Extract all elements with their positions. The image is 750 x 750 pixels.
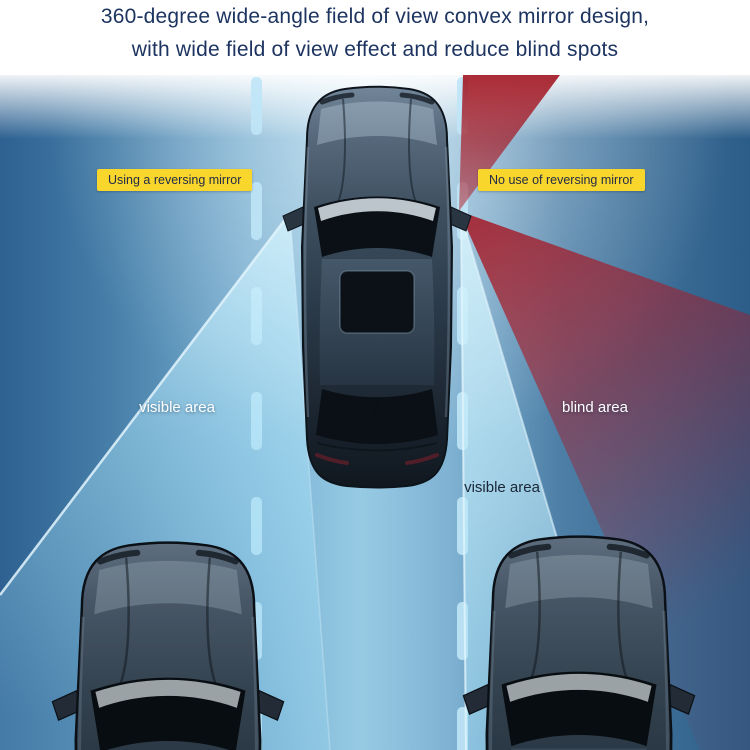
blind-cone-lower [459, 211, 750, 750]
car-rear-left [52, 543, 283, 750]
blind-area-label: blind area [562, 399, 628, 416]
title-line-1: 360-degree wide-angle field of view conv… [100, 5, 650, 28]
car-main [283, 87, 471, 488]
title-line-2: with wide field of view effect and reduc… [131, 38, 619, 61]
visible-area-label-left: visible area [139, 399, 215, 416]
visible-area-label-right: visible area [464, 479, 540, 496]
title-block: 360-degree wide-angle field of view conv… [0, 0, 750, 78]
label-no-mirror: No use of reversing mirror [478, 169, 645, 191]
car-rear-right [463, 537, 694, 750]
visible-cone-left-edge [0, 212, 291, 596]
label-using-mirror: Using a reversing mirror [97, 169, 253, 191]
